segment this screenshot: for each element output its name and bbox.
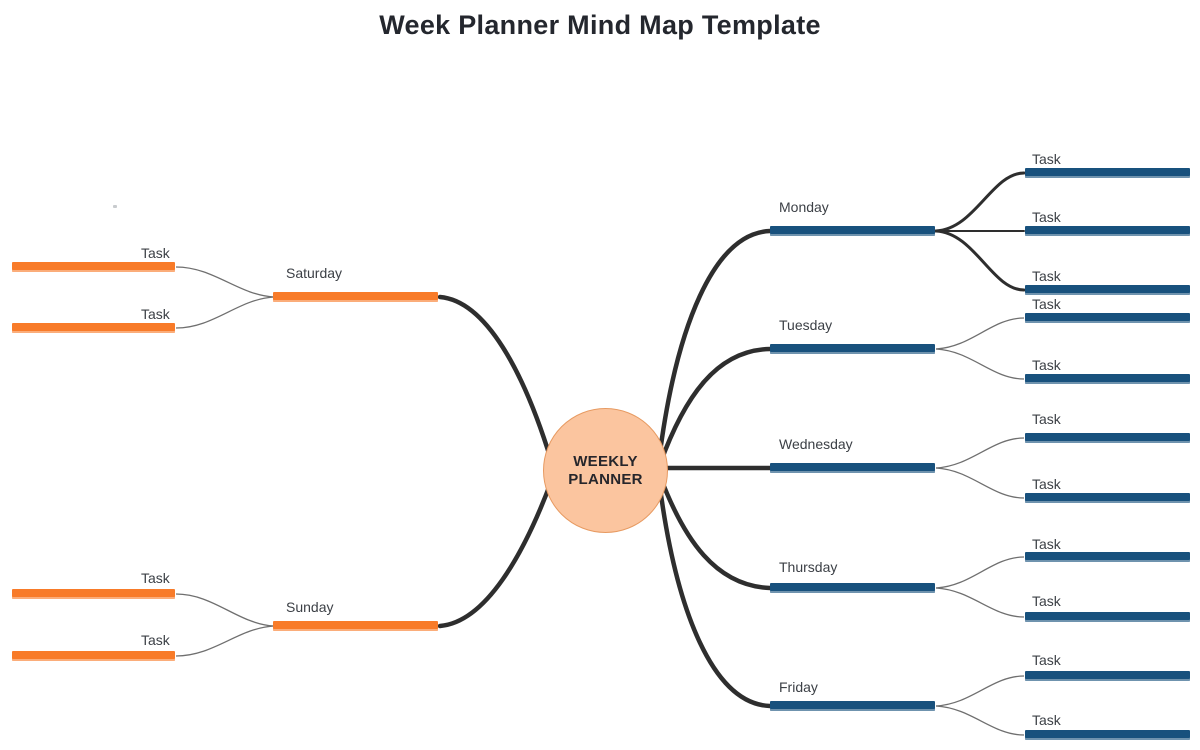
central-topic-label-line1: WEEKLY xyxy=(573,453,638,471)
day-label-sunday: Sunday xyxy=(286,599,334,615)
task-label-friday-2: Task xyxy=(1032,712,1061,728)
branch-curve-sunday xyxy=(437,479,554,629)
task-topic-sunday-2[interactable] xyxy=(12,651,175,661)
branch-curve-monday xyxy=(656,228,773,463)
day-topic-thursday[interactable] xyxy=(770,583,935,593)
stray-mark xyxy=(113,205,117,208)
branch-curve-thursday xyxy=(657,473,773,591)
task-label-saturday-1: Task xyxy=(141,245,170,261)
central-topic[interactable]: WEEKLY PLANNER xyxy=(543,408,668,533)
task-curve-sunday-2 xyxy=(175,625,275,657)
task-topic-monday-3[interactable] xyxy=(1025,285,1190,295)
task-label-monday-2: Task xyxy=(1032,209,1061,225)
day-topic-friday[interactable] xyxy=(770,701,935,711)
task-curve-thursday-2 xyxy=(935,587,1025,618)
day-label-wednesday: Wednesday xyxy=(779,436,853,452)
task-topic-wednesday-2[interactable] xyxy=(1025,493,1190,503)
task-curve-thursday-1 xyxy=(935,556,1025,589)
task-curve-wednesday-2 xyxy=(935,467,1025,499)
page-title: Week Planner Mind Map Template xyxy=(379,10,821,40)
branch-curve-friday xyxy=(656,477,773,709)
task-label-wednesday-1: Task xyxy=(1032,411,1061,427)
task-label-monday-3: Task xyxy=(1032,268,1061,284)
central-topic-label-line2: PLANNER xyxy=(568,470,643,488)
day-topic-wednesday[interactable] xyxy=(770,463,935,473)
day-topic-monday[interactable] xyxy=(770,226,935,236)
task-curve-wednesday-1 xyxy=(935,437,1025,469)
branch-curve-tuesday xyxy=(657,346,773,467)
day-label-saturday: Saturday xyxy=(286,265,343,281)
task-curve-saturday-1 xyxy=(175,266,275,298)
day-topic-tuesday[interactable] xyxy=(770,344,935,354)
task-label-tuesday-1: Task xyxy=(1032,296,1061,312)
task-label-friday-1: Task xyxy=(1032,652,1061,668)
task-topic-tuesday-2[interactable] xyxy=(1025,374,1190,384)
task-topic-friday-2[interactable] xyxy=(1025,730,1190,740)
day-label-tuesday: Tuesday xyxy=(779,317,833,333)
branch-curve-saturday xyxy=(437,294,554,463)
task-label-wednesday-2: Task xyxy=(1032,476,1061,492)
day-label-monday: Monday xyxy=(779,199,829,215)
task-curve-tuesday-2 xyxy=(935,348,1025,380)
task-curve-monday-3 xyxy=(934,229,1026,292)
task-curve-sunday-1 xyxy=(175,593,275,627)
task-label-thursday-2: Task xyxy=(1032,593,1061,609)
task-curve-saturday-2 xyxy=(175,296,275,329)
day-topic-sunday[interactable] xyxy=(273,621,438,631)
task-label-monday-1: Task xyxy=(1032,151,1061,167)
day-label-friday: Friday xyxy=(779,679,818,695)
task-curve-friday-1 xyxy=(935,675,1025,707)
task-topic-sunday-1[interactable] xyxy=(12,589,175,599)
task-label-sunday-1: Task xyxy=(141,570,170,586)
task-topic-saturday-1[interactable] xyxy=(12,262,175,272)
task-label-thursday-1: Task xyxy=(1032,536,1061,552)
task-label-saturday-2: Task xyxy=(141,306,170,322)
task-topic-wednesday-1[interactable] xyxy=(1025,433,1190,443)
task-topic-saturday-2[interactable] xyxy=(12,323,175,333)
task-label-tuesday-2: Task xyxy=(1032,357,1061,373)
task-curve-friday-2 xyxy=(935,705,1025,736)
task-topic-monday-1[interactable] xyxy=(1025,168,1190,178)
day-topic-saturday[interactable] xyxy=(273,292,438,302)
task-topic-thursday-2[interactable] xyxy=(1025,612,1190,622)
task-topic-thursday-1[interactable] xyxy=(1025,552,1190,562)
task-topic-tuesday-1[interactable] xyxy=(1025,313,1190,323)
day-label-thursday: Thursday xyxy=(779,559,838,575)
task-topic-friday-1[interactable] xyxy=(1025,671,1190,681)
task-curve-monday-1 xyxy=(934,171,1026,233)
task-label-sunday-2: Task xyxy=(141,632,170,648)
task-topic-monday-2[interactable] xyxy=(1025,226,1190,236)
task-curve-tuesday-1 xyxy=(935,317,1025,350)
